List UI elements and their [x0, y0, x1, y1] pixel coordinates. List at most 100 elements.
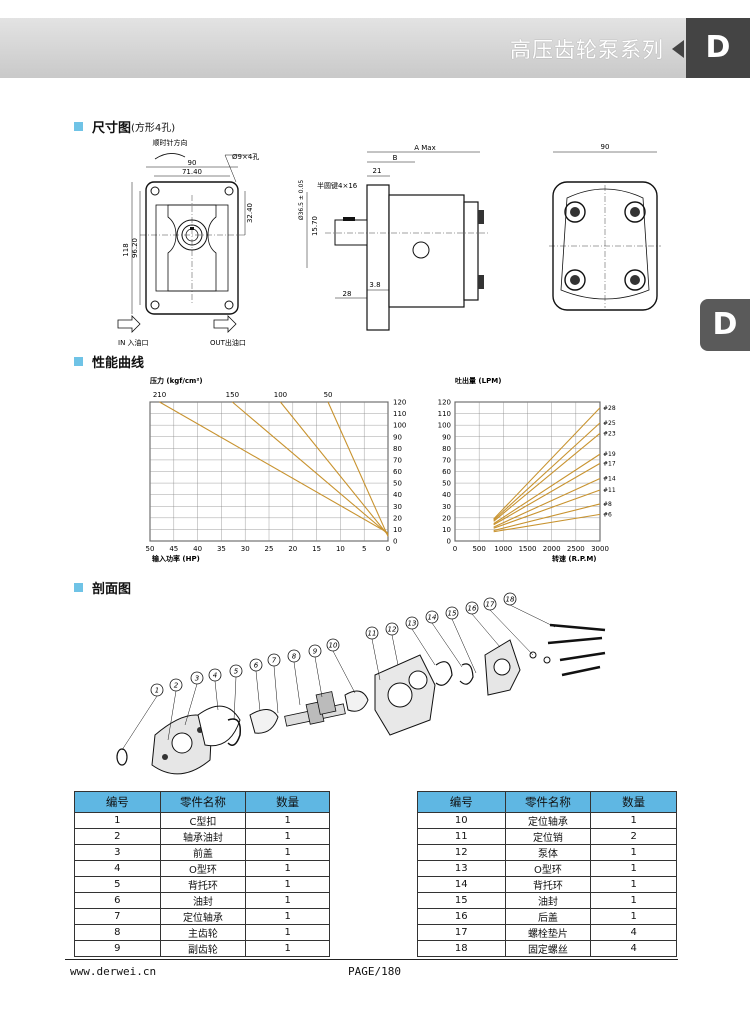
y-tick-label: 60 [393, 468, 402, 476]
part-rear-bearing [344, 690, 369, 712]
side-tab-letter[interactable]: D [700, 299, 750, 351]
part-number: 17 [417, 924, 506, 941]
bullet-square-icon [74, 122, 83, 131]
part-name: 前盖 [159, 844, 247, 861]
series-line [279, 401, 389, 536]
series-label: 100 [274, 391, 287, 399]
part-number: 13 [417, 860, 506, 877]
callout-number: 4 [213, 672, 217, 680]
col-qty: 数量 [245, 791, 330, 813]
y-tick-label: 20 [393, 514, 402, 522]
part-number: 6 [74, 892, 161, 909]
callout-number: 18 [506, 596, 515, 604]
part-qty: 1 [590, 908, 677, 925]
section-exploded-title: 剖面图 [92, 582, 132, 597]
part-number: 4 [74, 860, 161, 877]
callout-number: 13 [408, 620, 417, 628]
y-tick-label: 10 [393, 526, 402, 534]
part-backup-ring [227, 718, 241, 746]
y-tick-label: 20 [442, 514, 451, 522]
part-number: 2 [74, 828, 161, 845]
callout-leader [233, 676, 237, 721]
series-line [493, 477, 601, 528]
x-tick-label: 0 [453, 545, 457, 553]
dim-end-90: 90 [601, 143, 610, 151]
dim-118: 118 [122, 243, 130, 256]
callout-number: 11 [368, 630, 377, 638]
part-qty: 1 [245, 860, 330, 877]
bullet-square-icon [74, 583, 83, 592]
y-tick-label: 110 [393, 410, 406, 418]
callout-circle [229, 664, 243, 678]
part-name: 后盖 [504, 908, 592, 925]
x-tick-label: 35 [217, 545, 226, 553]
footer-url[interactable]: www.derwei.cn [70, 965, 157, 978]
y-tick-label: 80 [393, 445, 402, 453]
x-tick-label: 30 [241, 545, 250, 553]
callout-number: 2 [174, 682, 179, 690]
dim-90: 90 [188, 159, 197, 167]
callout-leader [314, 656, 323, 698]
callout-number: 8 [292, 653, 297, 661]
callout-circle [326, 638, 340, 652]
callout-leader [391, 634, 399, 666]
x-tick-label: 40 [193, 545, 202, 553]
part-qty: 1 [245, 908, 330, 925]
series-line [493, 422, 601, 521]
part-qty: 1 [590, 892, 677, 909]
callout-leader [431, 622, 463, 668]
section-letter: D [686, 18, 750, 78]
part-number: 8 [74, 924, 161, 941]
callout-leader [509, 604, 556, 628]
y-tick-label: 40 [393, 491, 402, 499]
y-tick-label: 90 [393, 433, 402, 441]
x-axis-label: 转速 (R.P.M) [552, 554, 597, 563]
x-tick-label: 5 [362, 545, 366, 553]
callout-leader [411, 628, 436, 666]
callout-circle [425, 610, 439, 624]
callout-circle [267, 653, 281, 667]
callout-circle [405, 616, 419, 630]
series-label: #11 [603, 487, 616, 494]
x-tick-label: 1000 [494, 545, 512, 553]
dim-b: B [393, 154, 398, 162]
part-name: 背托环 [159, 876, 247, 893]
bullet-square-icon [74, 357, 83, 366]
out-port-arrow-icon [213, 315, 237, 333]
col-number: 编号 [417, 791, 506, 813]
part-number: 9 [74, 940, 161, 957]
series-label: #19 [603, 451, 616, 458]
part-number: 3 [74, 844, 161, 861]
series-line [493, 432, 601, 522]
section-performance-title: 性能曲线 [92, 356, 145, 371]
callout-number: 17 [486, 601, 495, 609]
callout-leader [255, 670, 261, 712]
callout-leader [273, 665, 279, 714]
x-tick-label: 2500 [567, 545, 585, 553]
part-number: 15 [417, 892, 506, 909]
series-line [493, 462, 601, 526]
y-tick-label: 0 [393, 538, 397, 546]
part-name: 定位销 [504, 828, 592, 845]
callout-number: 16 [468, 605, 477, 613]
end-view-drawing: 90 [549, 143, 661, 311]
section-dimensions: 尺寸图 (方形4孔) [74, 117, 175, 136]
part-number: 18 [417, 940, 506, 957]
x-tick-label: 25 [265, 545, 274, 553]
series-label: #8 [603, 501, 612, 508]
callout-circle [249, 658, 263, 672]
part-name: O型环 [159, 860, 247, 877]
part-qty: 1 [245, 940, 330, 957]
y-tick-label: 80 [442, 445, 451, 453]
x-tick-label: 3000 [591, 545, 609, 553]
section-dimensions-subtitle: (方形4孔) [131, 123, 176, 134]
